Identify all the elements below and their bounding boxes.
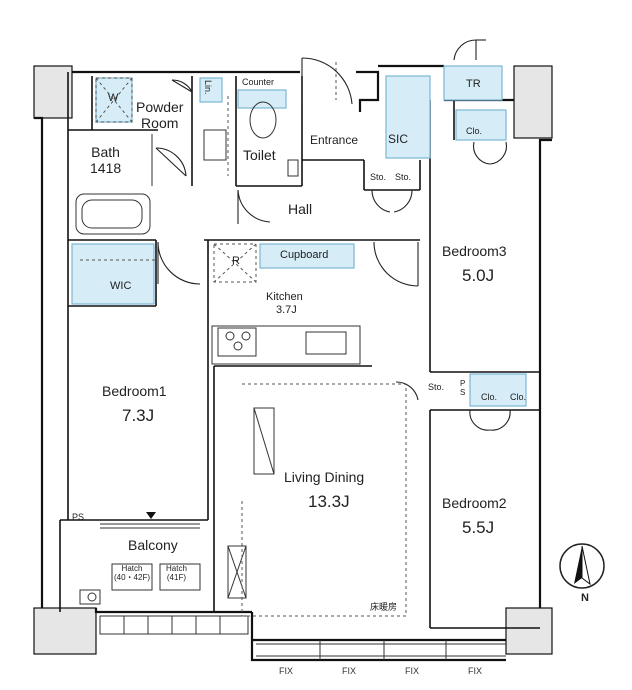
fix-label-3: FIX	[405, 666, 420, 676]
kitchen-label: Kitchen	[266, 291, 303, 303]
ps-label-left: PS	[72, 512, 85, 522]
entrance-label: Entrance	[310, 133, 359, 147]
storage-label-3: Sto.	[428, 382, 445, 392]
bedroom3-label: Bedroom3	[442, 243, 507, 259]
dashed-outlines	[80, 62, 407, 617]
balcony-label: Balcony	[128, 537, 178, 553]
wic-label: WIC	[110, 280, 132, 292]
storage-label-1: Sto.	[370, 172, 387, 182]
hatch-label-2: Hatch (41F)	[166, 564, 187, 582]
living-dining-size: 13.3J	[308, 492, 350, 511]
powder-room-label: Powder Room	[136, 99, 184, 131]
storage-label-2: Sto.	[395, 172, 412, 182]
bedroom2-label: Bedroom2	[442, 495, 507, 511]
ps-label-mid: P S	[460, 379, 466, 397]
north-arrow-icon	[559, 543, 605, 589]
linen-label: Lin.	[203, 80, 214, 95]
tr-label: TR	[466, 78, 481, 90]
living-dining-label: Living Dining	[284, 469, 365, 485]
exterior-walls	[34, 64, 552, 662]
fix-label-2: FIX	[342, 666, 357, 676]
cupboard-label: Cupboard	[280, 249, 329, 261]
w-label: W	[108, 92, 119, 104]
structural-columns	[33, 65, 553, 655]
fixtures	[75, 101, 361, 635]
hall-label: Hall	[288, 201, 313, 217]
north-label: N	[581, 592, 589, 604]
toilet-label: Toilet	[243, 147, 276, 163]
closet-label-mid-1: Clo.	[481, 392, 498, 402]
bath-label: Bath 1418	[90, 144, 122, 176]
fix-label-1: FIX	[279, 666, 294, 676]
balcony-arrow-icon	[146, 512, 156, 519]
kitchen-size: 3.7J	[276, 304, 297, 316]
bedroom1-size: 7.3J	[122, 406, 155, 425]
windows	[100, 523, 506, 660]
doors	[155, 39, 511, 431]
bedroom1-label: Bedroom1	[102, 383, 167, 399]
floor-heating-label: 床暖房	[370, 602, 398, 612]
bedroom2-size: 5.5J	[462, 518, 495, 537]
hatch-label-1: Hatch (40・42F)	[114, 564, 151, 582]
fix-label-4: FIX	[468, 666, 483, 676]
counter-label: Counter	[242, 77, 275, 87]
storage-areas	[71, 65, 527, 407]
sic-label: SIC	[388, 132, 409, 146]
refrigerator-label: R	[232, 255, 240, 267]
bedroom3-size: 5.0J	[462, 266, 495, 285]
interior-walls	[59, 66, 540, 629]
closet-label-top: Clo.	[466, 126, 483, 136]
closet-label-mid-2: Clo.	[510, 392, 527, 402]
